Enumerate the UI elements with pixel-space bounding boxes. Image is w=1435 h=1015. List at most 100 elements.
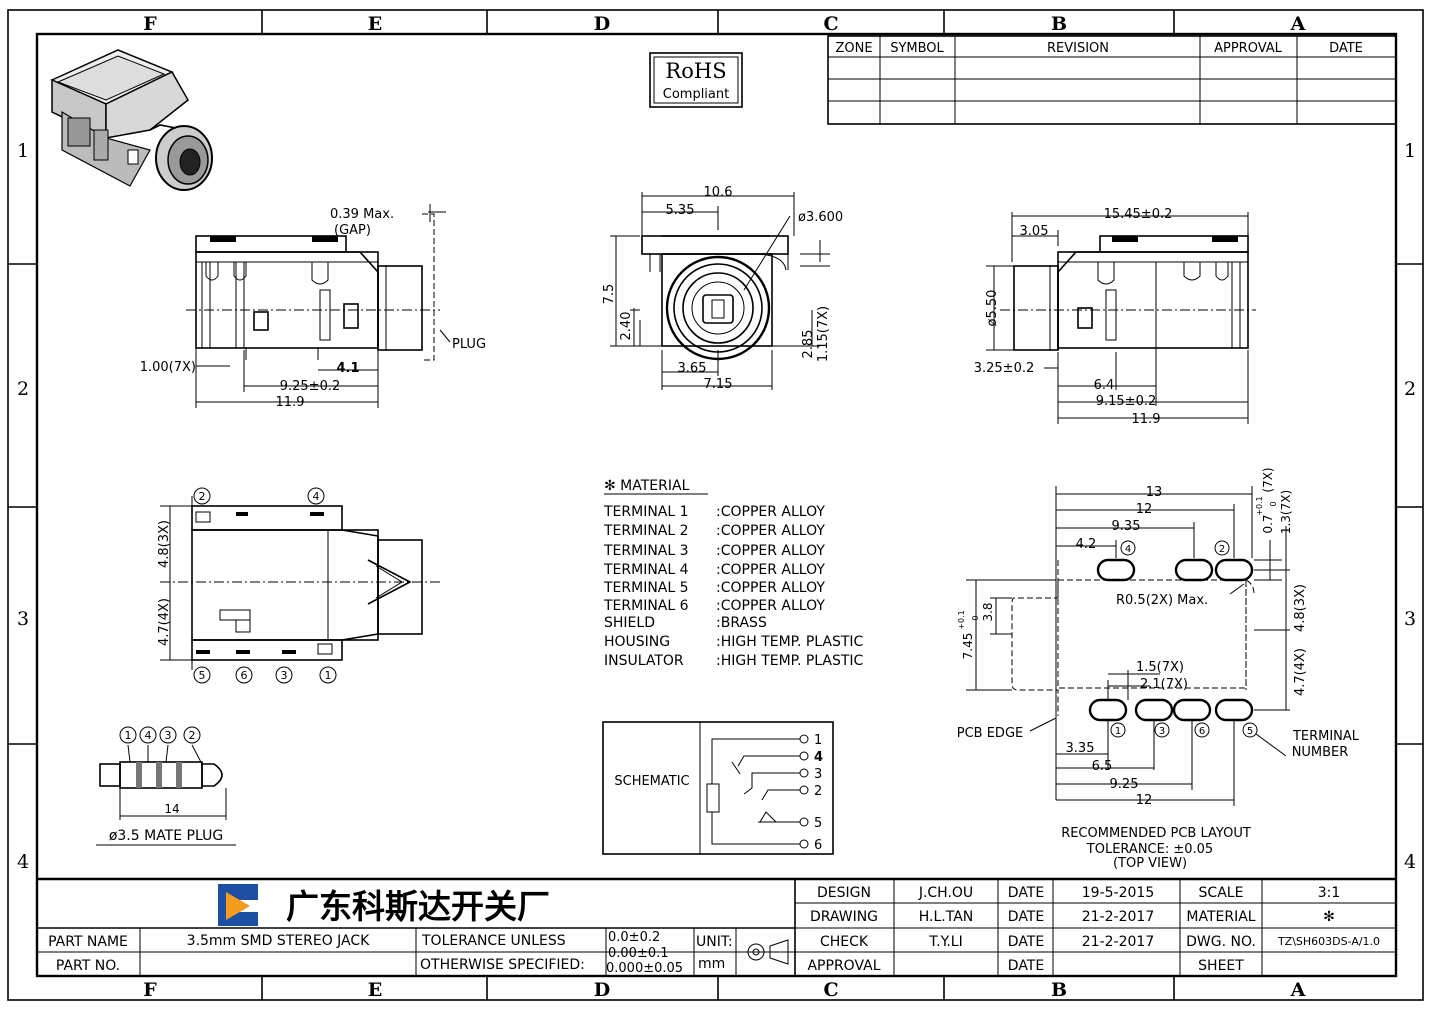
schematic-label: SCHEMATIC bbox=[614, 774, 689, 789]
mate-plug-pin-label: 3 bbox=[165, 729, 172, 742]
material-item-name: SHIELD bbox=[604, 615, 655, 631]
check-name: T.Y.LI bbox=[928, 934, 962, 950]
check-label: CHECK bbox=[820, 934, 869, 950]
material-list: ✻ MATERIAL TERMINAL 1 :COPPER ALLOY TERM… bbox=[603, 478, 864, 669]
front-dim-7-15: 7.15 bbox=[704, 377, 733, 392]
front-dim-7-5: 7.5 bbox=[602, 284, 617, 305]
pcb-dim-4-7: 4.7(4X) bbox=[1293, 648, 1308, 696]
side-view-drawing bbox=[186, 204, 451, 408]
side-dim-11-9: 11.9 bbox=[276, 395, 305, 410]
isometric-jack-illustration bbox=[50, 49, 213, 191]
schematic-pin-label: 2 bbox=[814, 784, 822, 799]
mate-plug-drawing bbox=[96, 726, 236, 846]
pcb-dim-3-35: 3.35 bbox=[1066, 741, 1095, 756]
bottom-view-drawing bbox=[160, 487, 440, 684]
column-label: F bbox=[143, 979, 157, 1001]
pcb-dim-0-7-tol-up: +0.1 bbox=[1255, 496, 1264, 515]
row-labels-left: 1 2 3 4 bbox=[17, 140, 29, 873]
tolerance-value-1: 0.0±0.2 bbox=[608, 930, 660, 945]
column-label: E bbox=[368, 13, 382, 35]
company-name: 广东科斯达开关厂 bbox=[286, 887, 550, 926]
revision-header-revision: REVISION bbox=[1047, 41, 1109, 56]
pcb-edge-label: PCB EDGE bbox=[957, 726, 1023, 741]
date-label: DATE bbox=[1008, 958, 1044, 974]
right-dim-15-45: 15.45±0.2 bbox=[1104, 207, 1173, 222]
pcb-dim-7-45-tol-dn: 0 bbox=[971, 615, 980, 620]
material-item-name: TERMINAL 1 bbox=[603, 504, 689, 520]
pcb-dim-4-8: 4.8(3X) bbox=[1293, 584, 1308, 632]
mate-plug-title: ø3.5 MATE PLUG bbox=[109, 828, 223, 844]
revision-table: ZONE SYMBOL REVISION APPROVAL DATE bbox=[827, 35, 1397, 125]
front-dim-5-35: 5.35 bbox=[666, 203, 695, 218]
pcb-dim-1-3: 1.3(7X) bbox=[1279, 490, 1293, 534]
material-item-name: TERMINAL 6 bbox=[603, 598, 689, 614]
schematic-pin-label: 4 bbox=[814, 750, 823, 765]
bottom-pin-label: 1 bbox=[325, 669, 332, 682]
part-no-label: PART NO. bbox=[56, 958, 120, 974]
pcb-dim-1-5: 1.5(7X) bbox=[1136, 660, 1184, 675]
side-plug-label: PLUG bbox=[452, 337, 486, 352]
material-item-value: :COPPER ALLOY bbox=[716, 523, 825, 539]
bottom-pin-label: 2 bbox=[199, 490, 206, 503]
side-gap-note: (GAP) bbox=[334, 223, 371, 238]
schematic-pin-label: 5 bbox=[814, 816, 822, 831]
right-side-view-drawing bbox=[986, 212, 1256, 424]
projection-symbol-icon bbox=[740, 939, 790, 965]
pcb-terminal-number-label: TERMINAL bbox=[1292, 729, 1360, 744]
front-dim-1-15: 1.15(7X) bbox=[816, 306, 831, 362]
part-name-value: 3.5mm SMD STEREO JACK bbox=[187, 933, 371, 949]
row-label: 4 bbox=[17, 851, 29, 873]
schematic-pin-label: 3 bbox=[814, 767, 822, 782]
mate-plug-pin-label: 2 bbox=[189, 729, 196, 742]
tolerance-value-3: 0.000±0.05 bbox=[606, 961, 683, 976]
pcb-layout-drawing bbox=[966, 486, 1290, 806]
pcb-dim-7-45-tol-up: +0.1 bbox=[957, 610, 966, 629]
scale-value: 3:1 bbox=[1318, 885, 1341, 901]
pcb-pin-label: 5 bbox=[1247, 726, 1253, 737]
pcb-tolerance-caption: TOLERANCE: ±0.05 bbox=[1086, 842, 1213, 857]
material-item-name: TERMINAL 2 bbox=[603, 523, 689, 539]
dwg-no-value: TZ\SH603DS-A/1.0 bbox=[1277, 935, 1380, 948]
drawing-name: H.L.TAN bbox=[919, 909, 974, 925]
material-item-name: TERMINAL 3 bbox=[603, 543, 689, 559]
drawing-date: 21-2-2017 bbox=[1082, 909, 1154, 925]
front-dim-2-40: 2.40 bbox=[619, 312, 634, 341]
bottom-dim-4-7: 4.7(4X) bbox=[157, 598, 172, 646]
pcb-dim-0-7: 0.7 bbox=[1261, 514, 1275, 533]
row-label: 2 bbox=[1404, 378, 1416, 400]
mate-plug-length: 14 bbox=[164, 802, 179, 816]
pcb-dim-12-top: 12 bbox=[1136, 502, 1153, 517]
side-pitch-dimension: 1.00(7X) bbox=[140, 360, 196, 375]
column-label: B bbox=[1051, 979, 1067, 1001]
pcb-dim-7-45: 7.45 bbox=[961, 633, 975, 660]
column-label: B bbox=[1051, 13, 1067, 35]
column-labels-top: F E D C B A bbox=[143, 13, 1305, 35]
date-label: DATE bbox=[1008, 885, 1044, 901]
row-label: 2 bbox=[17, 378, 29, 400]
side-dim-9-25: 9.25±0.2 bbox=[280, 379, 341, 394]
front-dim-2-85: 2.85 bbox=[801, 330, 816, 359]
right-dim-11-9: 11.9 bbox=[1132, 412, 1161, 427]
pcb-layout-caption: RECOMMENDED PCB LAYOUT bbox=[1061, 826, 1251, 841]
revision-header-date: DATE bbox=[1329, 41, 1363, 56]
bottom-dim-4-8: 4.8(3X) bbox=[157, 520, 172, 568]
pcb-dim-0-7-tol-dn: 0 bbox=[1269, 501, 1278, 506]
pcb-pin-label: 2 bbox=[1219, 544, 1225, 555]
rohs-subtitle: Compliant bbox=[663, 87, 729, 102]
material-title: ✻ MATERIAL bbox=[604, 478, 690, 494]
row-labels-right: 1 2 3 4 bbox=[1404, 140, 1416, 873]
pcb-pin-label: 4 bbox=[1125, 544, 1131, 555]
revision-header-approval: APPROVAL bbox=[1214, 41, 1283, 56]
tolerance-value-2: 0.00±0.1 bbox=[608, 946, 669, 961]
pcb-dim-13: 13 bbox=[1146, 485, 1163, 500]
material-value: ✻ bbox=[1323, 909, 1335, 925]
drawing-label: DRAWING bbox=[810, 909, 878, 925]
bottom-pin-label: 3 bbox=[281, 669, 288, 682]
design-name: J.CH.OU bbox=[918, 885, 973, 901]
pcb-dim-3-8: 3.8 bbox=[981, 602, 995, 621]
material-item-name: TERMINAL 4 bbox=[603, 562, 689, 578]
material-item-value: :HIGH TEMP. PLASTIC bbox=[716, 634, 864, 650]
bottom-pin-label: 4 bbox=[313, 490, 320, 503]
sheet-label: SHEET bbox=[1198, 958, 1244, 974]
